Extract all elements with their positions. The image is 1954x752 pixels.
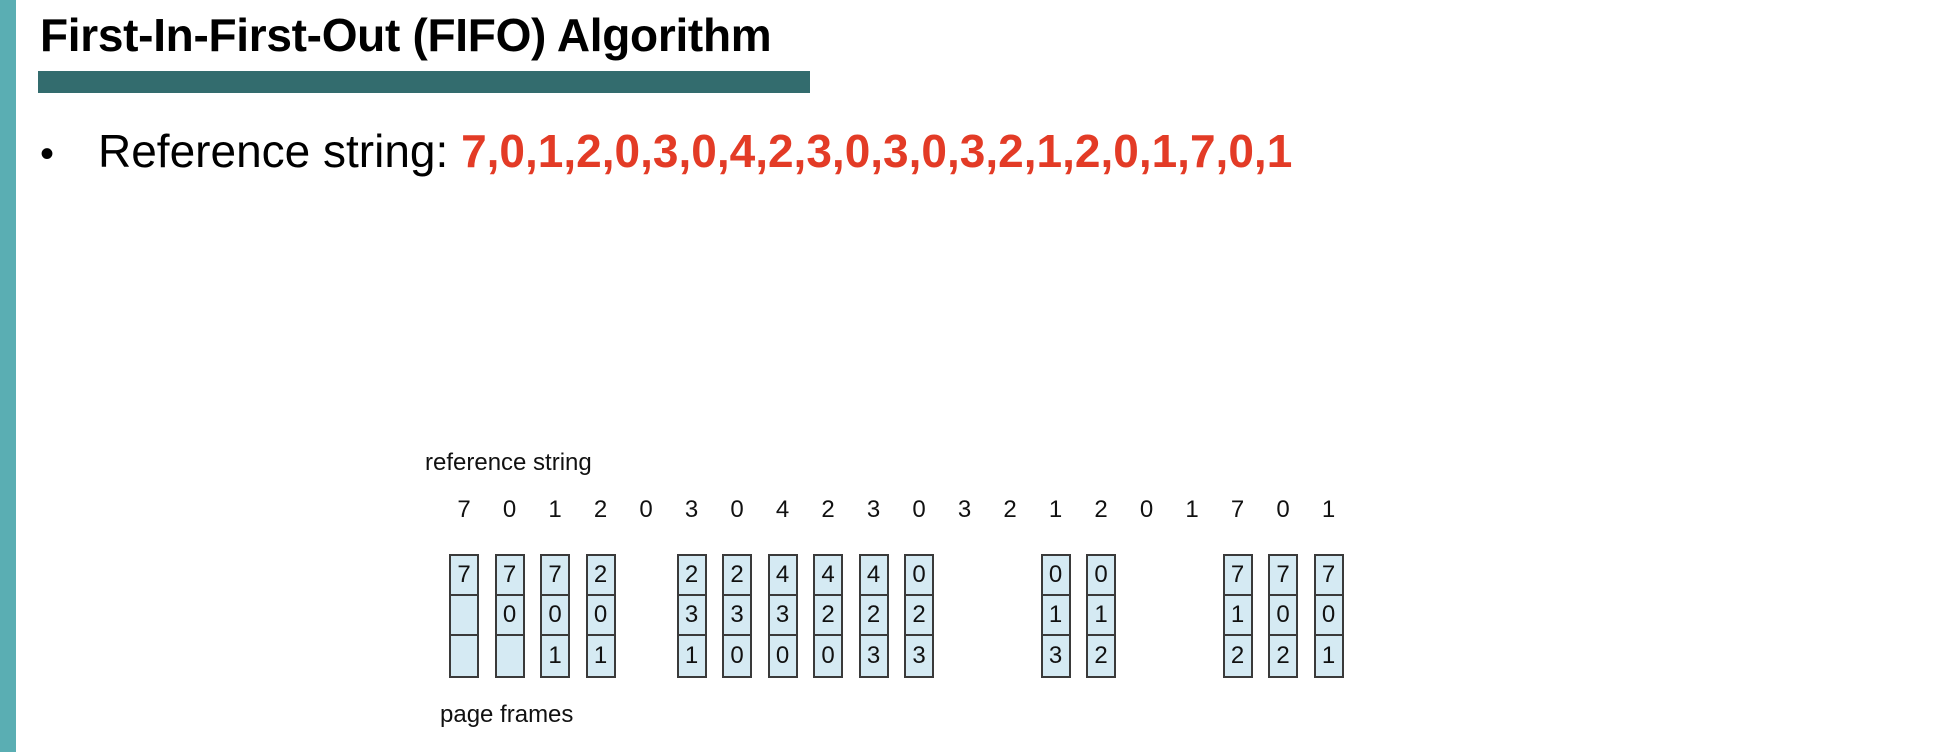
frame-cell [451, 596, 477, 636]
bullet-label: Reference string: [98, 125, 462, 177]
reference-number: 2 [1003, 496, 1017, 523]
reference-number: 2 [1094, 496, 1108, 523]
reference-number: 1 [1048, 496, 1063, 523]
frame-cell: 1 [1042, 596, 1069, 636]
frame-cell: 0 [1088, 556, 1114, 596]
frame-cell: 0 [730, 642, 744, 669]
reference-number: 3 [957, 496, 972, 523]
reference-number: 0 [1276, 496, 1290, 523]
frame-cell: 3 [769, 596, 796, 636]
frame-column: 7 [449, 554, 479, 678]
reference-number: 1 [1321, 496, 1336, 523]
frame-cell: 2 [1230, 642, 1245, 669]
frame-cell: 0 [1042, 556, 1069, 596]
reference-number: 0 [502, 496, 517, 523]
frame-cell: 0 [906, 556, 932, 596]
reference-string-label: reference string [425, 449, 592, 476]
frame-cell: 4 [860, 556, 887, 596]
frame-cell: 3 [1048, 642, 1063, 669]
frame-cell: 3 [724, 596, 750, 636]
frame-cell: 1 [1321, 642, 1336, 669]
frame-cell: 7 [496, 556, 523, 596]
reference-number: 1 [1185, 496, 1199, 523]
frame-cell: 0 [821, 642, 835, 669]
frame-cell: 1 [1088, 596, 1114, 636]
reference-number: 2 [821, 496, 835, 523]
frame-cell: 7 [1315, 556, 1342, 596]
reference-string-bullet: • Reference string: 7,0,1,2,0,3,0,4,2,3,0… [40, 124, 1292, 178]
frame-cell: 7 [542, 556, 568, 596]
frame-cell: 0 [775, 642, 790, 669]
frame-cell: 1 [548, 642, 562, 669]
reference-number: 0 [1139, 496, 1154, 523]
reference-number: 3 [684, 496, 699, 523]
reference-string-value: 7,0,1,2,0,3,0,4,2,3,0,3,0,3,2,1,2,0,1,7,… [461, 125, 1293, 177]
reference-number: 1 [548, 496, 562, 523]
frame-cell: 1 [684, 642, 699, 669]
frame-cell [497, 636, 523, 676]
frame-cell: 0 [1270, 596, 1296, 636]
frame-cell: 2 [1276, 642, 1290, 669]
frame-cell: 4 [769, 556, 796, 596]
page-frames-label: page frames [440, 701, 574, 728]
frame-cell: 2 [587, 556, 614, 596]
frame-cell [451, 636, 477, 676]
reference-number: 7 [1230, 496, 1245, 523]
frame-cell: 7 [1224, 556, 1251, 596]
title-underline [38, 71, 810, 93]
frame-cell: 1 [593, 642, 608, 669]
frame-cell: 2 [724, 556, 750, 596]
slide-accent-bar [0, 0, 16, 752]
slide-title: First-In-First-Out (FIFO) Algorithm [40, 9, 772, 61]
frame-cell: 3 [678, 596, 705, 636]
frame-cell: 2 [906, 596, 932, 636]
reference-number: 3 [866, 496, 881, 523]
frame-cell: 0 [1315, 596, 1342, 636]
frame-cell: 3 [866, 642, 881, 669]
reference-number: 0 [639, 496, 653, 523]
frame-cell: 2 [1094, 642, 1108, 669]
frame-cell: 0 [542, 596, 568, 636]
frame-cell: 7 [451, 556, 477, 596]
reference-number: 0 [730, 496, 744, 523]
reference-number: 2 [593, 496, 608, 523]
reference-number: 7 [457, 496, 471, 523]
frame-cell: 2 [678, 556, 705, 596]
frame-cell: 2 [860, 596, 887, 636]
frame-cell: 3 [912, 642, 926, 669]
reference-number: 4 [775, 496, 790, 523]
frame-cell: 7 [1270, 556, 1296, 596]
frame-cell: 4 [815, 556, 841, 596]
frame-cell: 0 [587, 596, 614, 636]
frame-cell: 2 [815, 596, 841, 636]
reference-number: 0 [912, 496, 926, 523]
bullet-icon: • [40, 132, 55, 176]
frame-cell: 1 [1224, 596, 1251, 636]
frame-cell: 0 [496, 596, 523, 636]
